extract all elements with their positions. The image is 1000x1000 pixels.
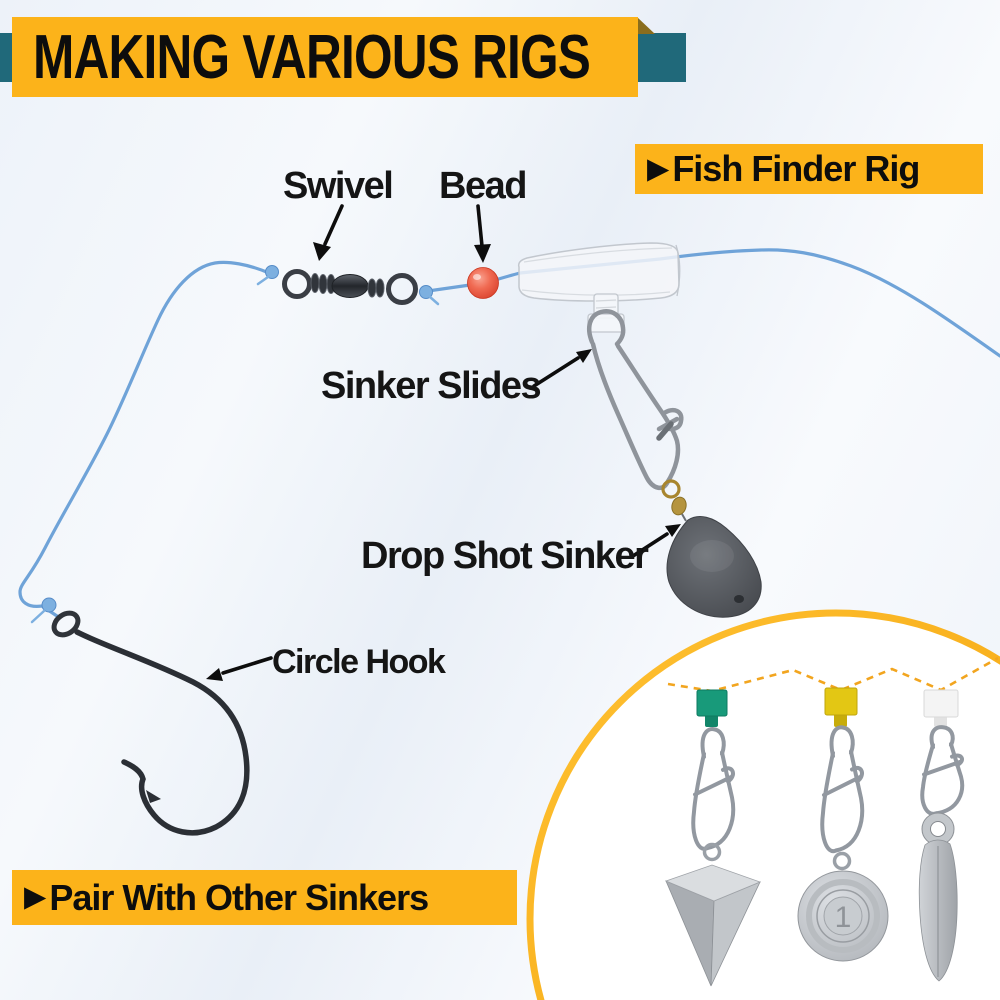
fishing-line <box>18 248 1000 618</box>
bead <box>467 267 499 299</box>
barrel-swivel <box>256 265 440 306</box>
triangle-marker-icon: ▶ <box>647 152 670 185</box>
sinker-slide <box>517 242 681 333</box>
section-label-text: Fish Finder Rig <box>672 148 920 189</box>
drop-shot-arrow <box>631 524 681 558</box>
sinker-slides-label: Sinker Slides <box>321 365 542 407</box>
hatchet-sinker <box>918 812 958 982</box>
drop-shot-sinker-label: Drop Shot Sinker <box>361 535 649 577</box>
snap-clip-yellow <box>822 687 862 851</box>
sinker-slides-arrow <box>532 349 592 388</box>
triangle-marker-icon: ▶ <box>24 881 47 913</box>
drop-shot-sinker <box>666 516 762 618</box>
section-label-text: Pair With Other Sinkers <box>49 876 429 918</box>
snap-clip-white <box>922 689 962 814</box>
pyramid-sinker <box>664 842 762 987</box>
annotation-arrows <box>206 204 681 681</box>
snap-clip <box>587 309 684 491</box>
circle-hook-label: Circle Hook <box>272 643 446 681</box>
bead-arrow <box>474 204 491 263</box>
circle-hook-arrow <box>206 656 273 681</box>
brass-swivel <box>661 479 687 522</box>
circle-hook <box>30 597 250 836</box>
section-label-pair-with-other-sinkers: ▶ Pair With Other Sinkers <box>12 870 517 925</box>
inset-content: 1 <box>664 656 999 987</box>
bead-label: Bead <box>439 165 527 207</box>
swivel-arrow <box>313 204 344 261</box>
section-label-fish-finder-rig: ▶ Fish Finder Rig <box>635 144 983 194</box>
swivel-label: Swivel <box>283 165 394 207</box>
page-title: MAKING VARIOUS RIGS <box>33 22 591 92</box>
coin-weight-marking: 1 <box>835 901 852 934</box>
coin-sinker: 1 <box>797 851 889 962</box>
snap-clip-green <box>693 689 733 849</box>
title-banner: MAKING VARIOUS RIGS <box>12 17 638 97</box>
